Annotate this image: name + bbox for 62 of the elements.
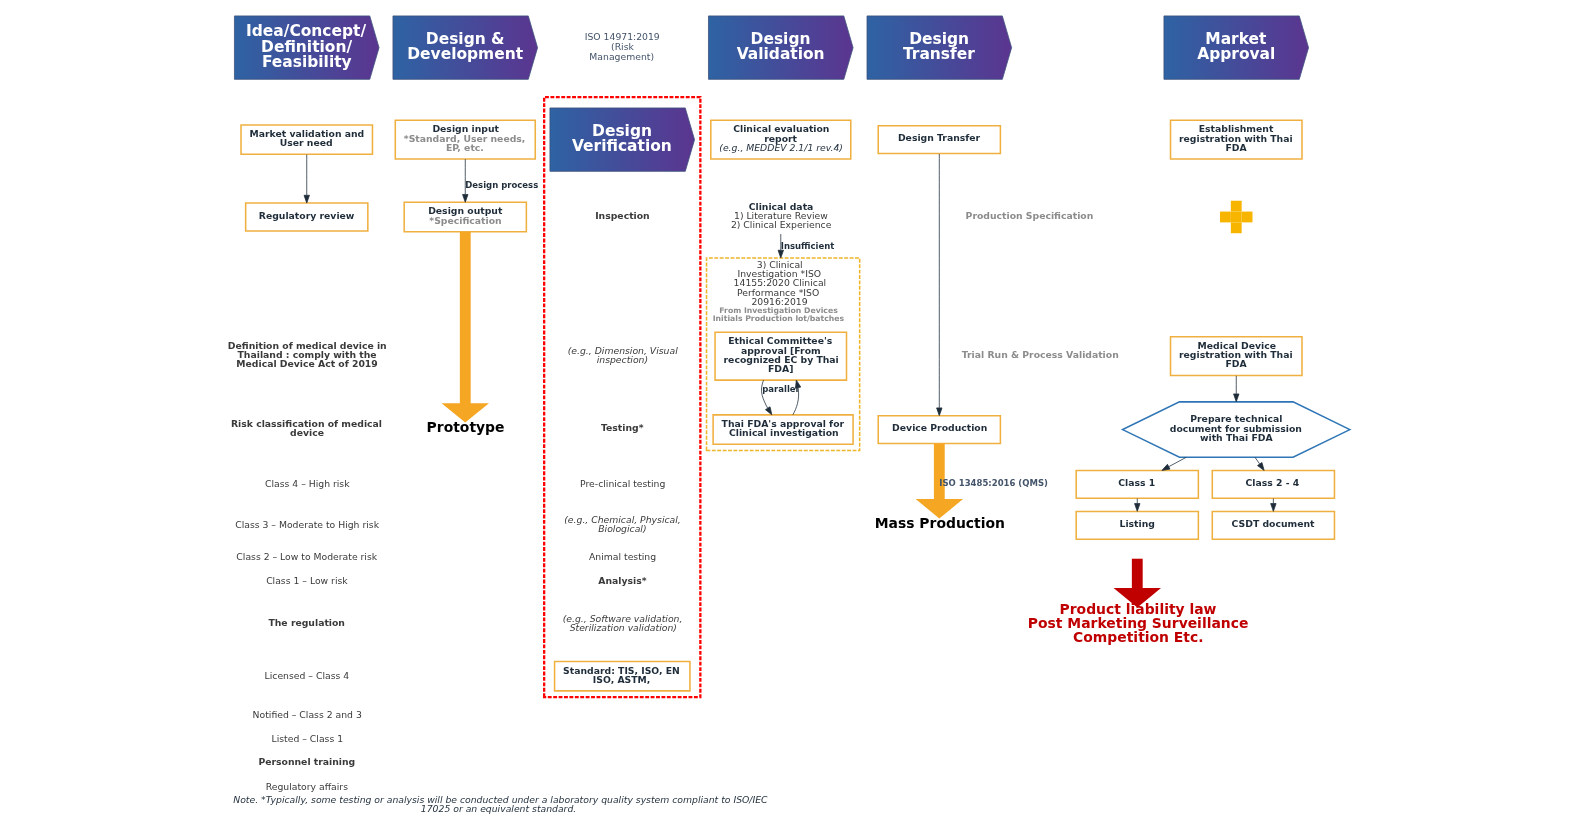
arrow [1232, 375, 1239, 403]
arrow [303, 154, 310, 204]
label: Listed – Class 1 [271, 733, 343, 745]
arrow [791, 379, 801, 416]
node-text: Clinical data 1) Literature Review 2) Clinical Experience [730, 200, 831, 231]
label: Animal testing [588, 551, 656, 563]
arrow [461, 158, 468, 203]
cluster [542, 95, 701, 699]
arrow [915, 443, 963, 519]
node-text: Product liability law Post Marketing Surveillance Competition Etc. [1027, 600, 1248, 645]
label: Class 1 – Low risk [265, 575, 348, 587]
arrow [1254, 456, 1264, 471]
node-box: Market validation and User need [239, 124, 373, 156]
arrow [1113, 558, 1161, 608]
label: Class 2 – Low to Moderate risk [235, 551, 377, 563]
label: (e.g., Chemical, Physical, Biological) [563, 513, 681, 535]
node-box: Regulatory review [244, 202, 369, 232]
arrow [935, 153, 942, 417]
label: Trial Run & Process Validation [961, 348, 1119, 360]
node-box: Device Production [876, 414, 1001, 445]
node-box: Clinical evaluation report (e.g., MEDDEV 2.1/1 rev.4) [709, 119, 852, 160]
caption: Note. *Typically, some testing or analysis will be conducted under a laboratory quality system compliant to ISO/IEC 17025 or an equivalent standard. [232, 793, 768, 814]
arrow [1161, 456, 1187, 471]
edge-label: parallel [761, 384, 798, 395]
label: Personnel training [257, 756, 355, 768]
node-box: Design input *Standard, User needs, EP, etc. [394, 119, 536, 160]
arrow [1133, 498, 1140, 512]
label: Class 4 – High risk [264, 477, 350, 489]
label: Class 3 – Moderate to High risk [234, 518, 379, 530]
node-box: Class 1 [1074, 469, 1199, 500]
label: Definition of medical device in Thailand : comply with the Medical Device Act of 2019 [227, 339, 387, 370]
label: Licensed – Class 4 [264, 669, 349, 681]
label: Production Specification [965, 209, 1093, 221]
edge-label: Design process [464, 180, 538, 191]
arrow [777, 233, 784, 259]
arrow [1269, 498, 1276, 512]
node-text: Mass Production [874, 515, 1005, 532]
node-box: Design output *Specification [402, 201, 527, 233]
node-box: Listing [1074, 510, 1199, 541]
label: Analysis* [597, 574, 647, 586]
node-box: Establishment registration with Thai FDA [1169, 119, 1303, 160]
node-box: Thai FDA's approval for Clinical investigation [711, 414, 854, 446]
label: (e.g., Software validation, Sterilization validation) [562, 612, 682, 634]
label: Pre-clinical testing [579, 477, 665, 489]
node-box: Medical Device registration with Thai FDA [1169, 336, 1303, 377]
arrow [441, 231, 489, 423]
label: Inspection [594, 209, 650, 221]
node-box: Standard: TIS, ISO, EN ISO, ASTM, [553, 660, 691, 692]
label: Risk classification of medical device [230, 417, 382, 439]
edge-label: Insufficient [780, 240, 834, 251]
label: Regulatory affairs [265, 780, 348, 792]
label: Testing* [600, 422, 644, 434]
node-box: Design Transfer [876, 124, 1001, 155]
node-box: Ethical Committee's approval [From recognized EC by Thai FDA] [713, 331, 847, 381]
node-text: Prototype [426, 419, 505, 436]
node-box: CSDT document [1211, 510, 1335, 541]
label: Notified – Class 2 and 3 [252, 709, 362, 721]
arrow [760, 379, 772, 416]
label: ISO 14971:2019 (Risk Management) [584, 30, 660, 63]
label: The regulation [267, 617, 345, 629]
label: (e.g., Dimension, Visual inspection) [567, 344, 678, 365]
node-box: Class 2 - 4 [1211, 469, 1335, 500]
